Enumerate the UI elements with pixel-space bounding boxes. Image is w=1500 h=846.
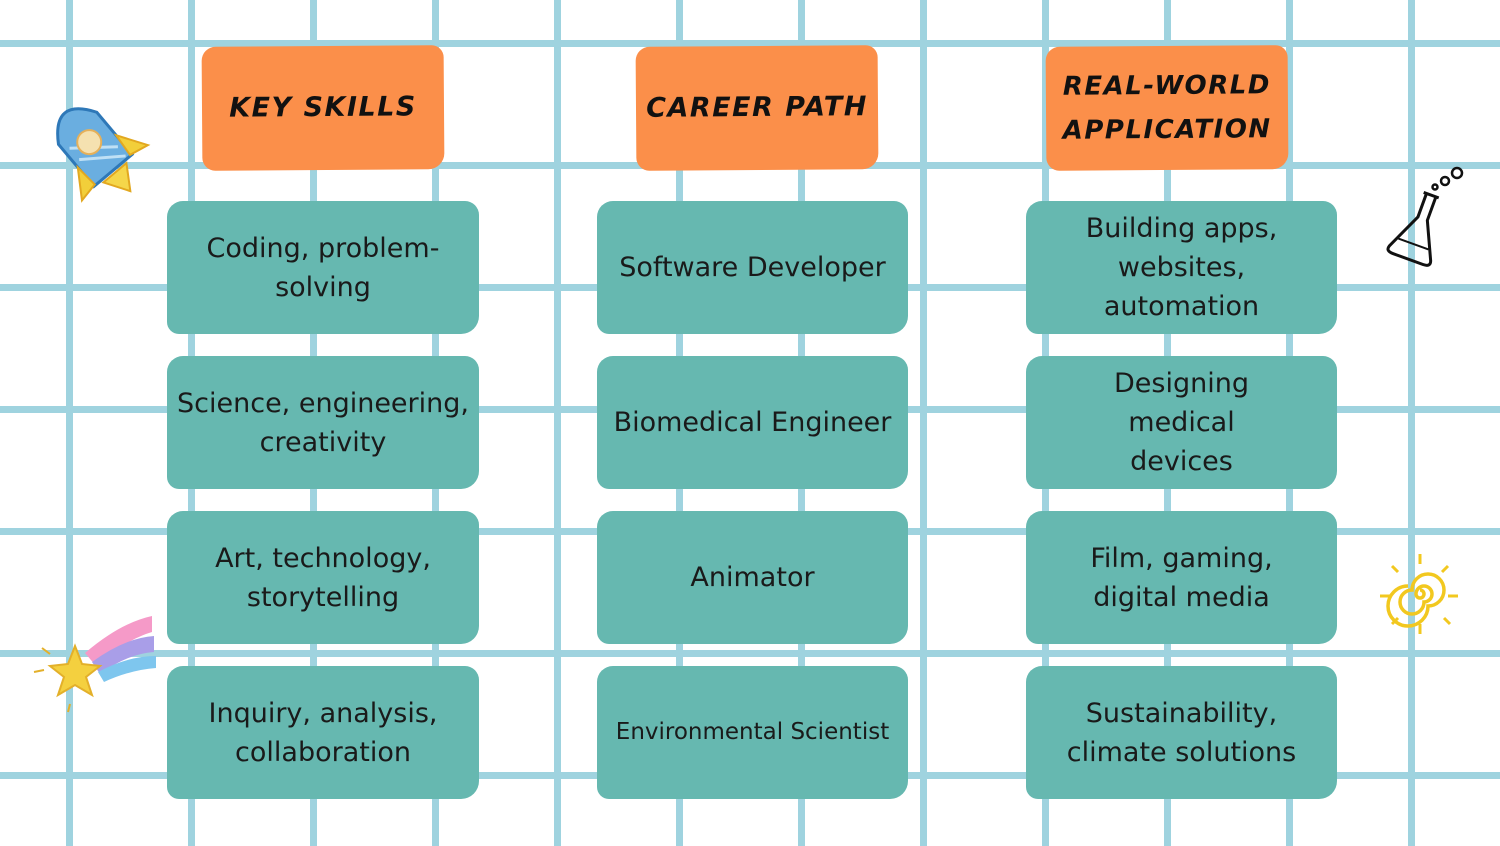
skills-cell-1: Coding, problem-solving: [167, 201, 479, 334]
shooting-star-icon: [33, 616, 156, 713]
career-cell-2: Biomedical Engineer: [597, 356, 908, 489]
skills-cell-4: Inquiry, analysis, collaboration: [167, 666, 479, 799]
header-key-skills: KEY SKILLS: [201, 45, 445, 171]
skills-cell-2: Science, engineering, creativity: [167, 356, 479, 489]
application-cell-2: Designing medical devices: [1026, 356, 1337, 489]
header-real-world-application: REAL-WORLD APPLICATION: [1045, 45, 1289, 171]
career-cell-3: Animator: [597, 511, 908, 644]
flask-icon: [1386, 166, 1464, 267]
header-career-path: CAREER PATH: [635, 45, 879, 171]
career-cell-1: Software Developer: [597, 201, 908, 334]
rocket-icon: [56, 107, 151, 203]
sun-icon: [1380, 554, 1458, 634]
application-cell-4: Sustainability, climate solutions: [1026, 666, 1337, 799]
career-cell-4: Environmental Scientist: [597, 666, 908, 799]
skills-cell-3: Art, technology, storytelling: [167, 511, 479, 644]
application-cell-1: Building apps, websites, automation: [1026, 201, 1337, 334]
application-cell-3: Film, gaming, digital media: [1026, 511, 1337, 644]
